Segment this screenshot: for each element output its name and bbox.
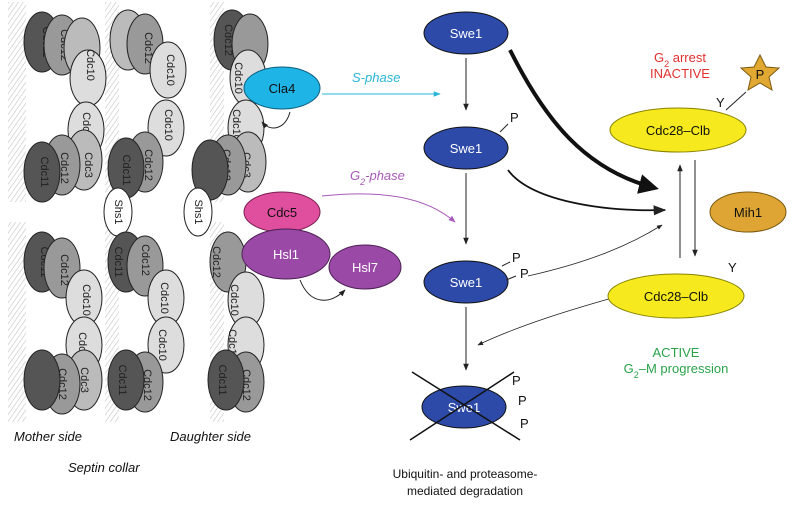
phospho-star-label: P <box>756 67 765 82</box>
phospho-bond <box>499 123 509 133</box>
degradation-cross <box>409 371 515 441</box>
tyrosine-label: Y <box>716 95 725 110</box>
septin-label-cdc10: Cdc10 <box>84 49 96 81</box>
degradation-caption-line1: Ubiquitin- and proteasome- <box>393 467 538 481</box>
septin-label-cdc3: Cdc3 <box>78 367 90 393</box>
phospho-bond <box>501 261 511 267</box>
septin-filament-hatch <box>8 222 26 422</box>
septin-label-cdc12: Cdc12 <box>142 32 154 64</box>
g2-phase-label: G2-phase <box>350 168 405 187</box>
cdc28-clb-label: Cdc28–Clb <box>644 289 708 304</box>
septin-label-cdc10: Cdc10 <box>164 54 176 86</box>
septin-filament-hatch <box>8 2 26 202</box>
s-phase-label: S-phase <box>352 70 400 85</box>
swe1pp-to-cdc28-arrow <box>527 224 663 277</box>
septin-label-cdc12: Cdc12 <box>142 149 154 181</box>
septin-label-cdc12: Cdc12 <box>58 152 70 184</box>
mih1-label: Mih1 <box>734 205 762 220</box>
cla4-label: Cla4 <box>269 81 296 96</box>
swe1-label: Swe1 <box>450 141 483 156</box>
septin-label-cdc11: Cdc11 <box>116 365 128 396</box>
phospho-bond <box>505 275 517 281</box>
septin-label-cdc11: Cdc11 <box>216 365 228 396</box>
mih1-protein <box>709 191 787 233</box>
tyrosine-label: Y <box>728 260 737 275</box>
swe1-label: Swe1 <box>450 26 483 41</box>
cla4-autophospho-arrow <box>261 111 291 129</box>
swe1-label: Swe1 <box>450 275 483 290</box>
septin-subunit-cdc11 <box>23 141 61 203</box>
progression-label: G2–M progression <box>624 361 729 380</box>
swe1-unphosphorylated <box>423 11 509 55</box>
hsl1-protein <box>241 228 331 280</box>
septin-label-cdc10: Cdc10 <box>232 62 244 94</box>
swe1-label: Swe1 <box>448 400 481 415</box>
degradation-cross <box>411 371 521 441</box>
hsl1-label: Hsl1 <box>273 247 299 262</box>
septin-label-cdc10: Cdc10 <box>230 109 242 141</box>
phospho-label: P <box>520 266 529 281</box>
cdc28-clb-label: Cdc28–Clb <box>646 123 710 138</box>
septin-subunit-shs1 <box>183 187 213 237</box>
cla4-protein <box>243 66 321 110</box>
cdc5-label: Cdc5 <box>267 205 297 220</box>
septin-label-cdc12: Cdc12 <box>222 24 234 56</box>
septin-label-shs1: Shs1 <box>112 199 124 224</box>
septin-label-cdc12: Cdc12 <box>58 254 70 286</box>
phospho-label: P <box>512 250 521 265</box>
septin-label-cdc10: Cdc10 <box>156 329 168 361</box>
hsl1-to-hsl7-arrow <box>299 279 346 301</box>
septin-label-shs1: Shs1 <box>192 199 204 224</box>
hsl7-protein <box>328 244 402 290</box>
g2-phase-arrow <box>321 193 456 223</box>
mother-side-label: Mother side <box>14 429 82 444</box>
arrest-label: G2 arrest <box>654 50 706 69</box>
septin-subunit-cdc11 <box>23 349 61 411</box>
septin-label-cdc11: Cdc11 <box>120 155 132 186</box>
septin-label-cdc10: Cdc10 <box>80 284 92 316</box>
septin-subunit-cdc11 <box>207 349 245 411</box>
swe1-phosphorylated-1 <box>423 126 509 170</box>
septin-label-cdc10: Cdc10 <box>162 109 174 141</box>
hsl7-label: Hsl7 <box>352 260 378 275</box>
phospho-label: P <box>512 373 521 388</box>
swe1p-to-cdc28-arrow <box>507 169 667 216</box>
cdc28-to-swe1-degradation-arrow <box>477 297 613 346</box>
degradation-caption-line2: mediated degradation <box>407 484 523 498</box>
septin-subunit-cdc11 <box>107 349 145 411</box>
active-label: ACTIVE <box>653 345 700 360</box>
cdc28-clb-active <box>607 273 745 319</box>
septin-label-cdc11: Cdc11 <box>38 157 50 188</box>
septin-collar-caption: Septin collar <box>68 460 140 475</box>
phospho-label: P <box>510 110 519 125</box>
tyrosine-bond <box>725 91 747 111</box>
septin-label-cdc10: Cdc10 <box>228 284 240 316</box>
daughter-side-label: Daughter side <box>170 429 251 444</box>
septin-label-cdc3: Cdc3 <box>82 152 94 178</box>
septin-label-cdc12: Cdc12 <box>139 244 151 276</box>
septin-collar: Cdc11 Cdc12 Cdc10 Cdc10 Cdc3 Cdc12 Cdc11… <box>8 2 269 422</box>
septin-subunit-cdc10 <box>149 41 187 99</box>
swe1-inhibits-cdc28-thick-arrow <box>508 49 659 194</box>
septin-label-cdc11: Cdc11 <box>112 247 124 278</box>
phospho-label: P <box>518 393 527 408</box>
septin-label-cdc12: Cdc12 <box>210 246 222 278</box>
inactive-label: INACTIVE <box>650 66 710 81</box>
septin-label-cdc10: Cdc10 <box>158 282 170 314</box>
cdc28-clb-inactive <box>609 107 747 153</box>
phospho-star <box>739 53 781 92</box>
phospho-label: P <box>520 416 529 431</box>
swe1-phosphorylated-2 <box>423 260 509 304</box>
